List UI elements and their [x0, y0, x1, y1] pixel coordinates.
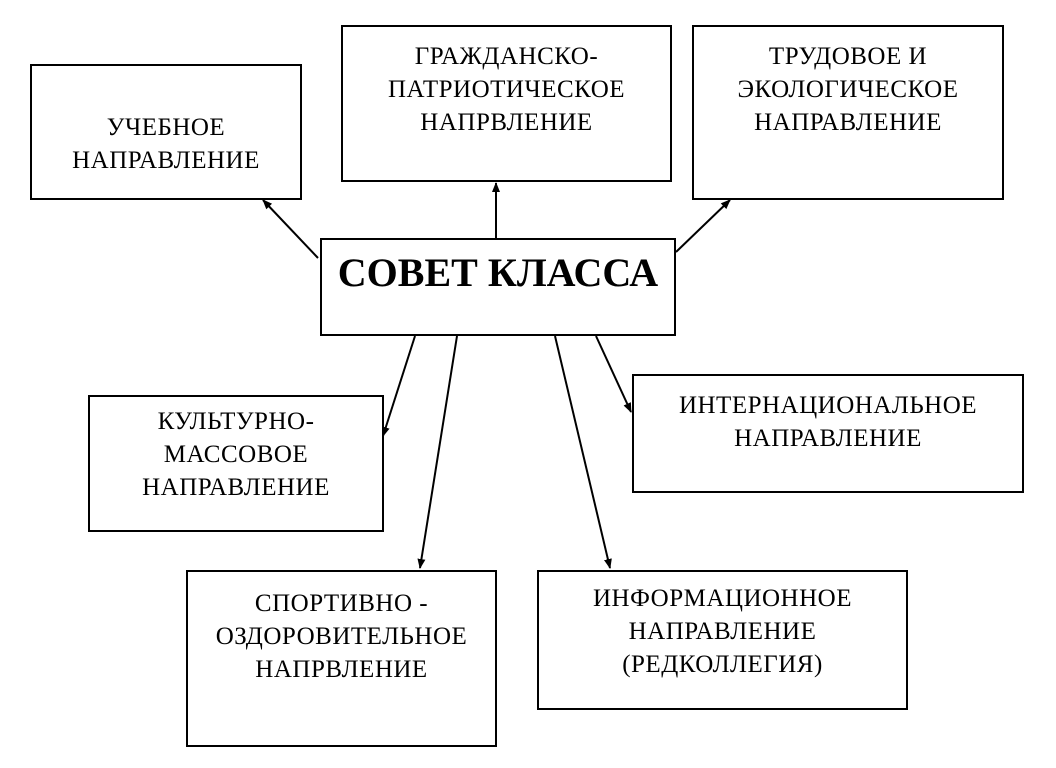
box-informatsionnoe-redkollegiya: ИНФОРМАЦИОННОЕ НАПРАВЛЕНИЕ (РЕДКОЛЛЕГИЯ) [537, 570, 908, 710]
box-internatsionalnoe: ИНТЕРНАЦИОНАЛЬНОЕ НАПРАВЛЕНИЕ [632, 374, 1024, 493]
box-kulturno-massovoe: КУЛЬТУРНО- МАССОВОЕ НАПРАВЛЕНИЕ [88, 395, 384, 532]
arrow-to-uchebnoe [262, 199, 319, 259]
arrow-to-sportivno [417, 335, 458, 569]
box-grazhdansko-patrioticheskoe: ГРАЖДАНСКО- ПАТРИОТИЧЕСКОЕ НАПРВЛЕНИЕ [341, 25, 672, 182]
box-sportivno-ozdorovitelnoe: СПОРТИВНО - ОЗДОРОВИТЕЛЬНОЕ НАПРВЛЕНИЕ [186, 570, 497, 747]
box-trudovoe-ekologicheskoe: ТРУДОВОЕ И ЭКОЛОГИЧЕСКОЕ НАПРАВЛЕНИЕ [692, 25, 1004, 200]
arrow-to-internatsional [595, 335, 632, 413]
arrow-to-informatsion [554, 335, 612, 569]
arrow-to-kulturno [381, 335, 416, 437]
box-sovet-klassa: СОВЕТ КЛАССА [320, 238, 676, 336]
arrow-to-trudovoe [675, 199, 731, 253]
box-uchebnoe-napravlenie: УЧЕБНОЕ НАПРАВЛЕНИЕ [30, 64, 302, 200]
